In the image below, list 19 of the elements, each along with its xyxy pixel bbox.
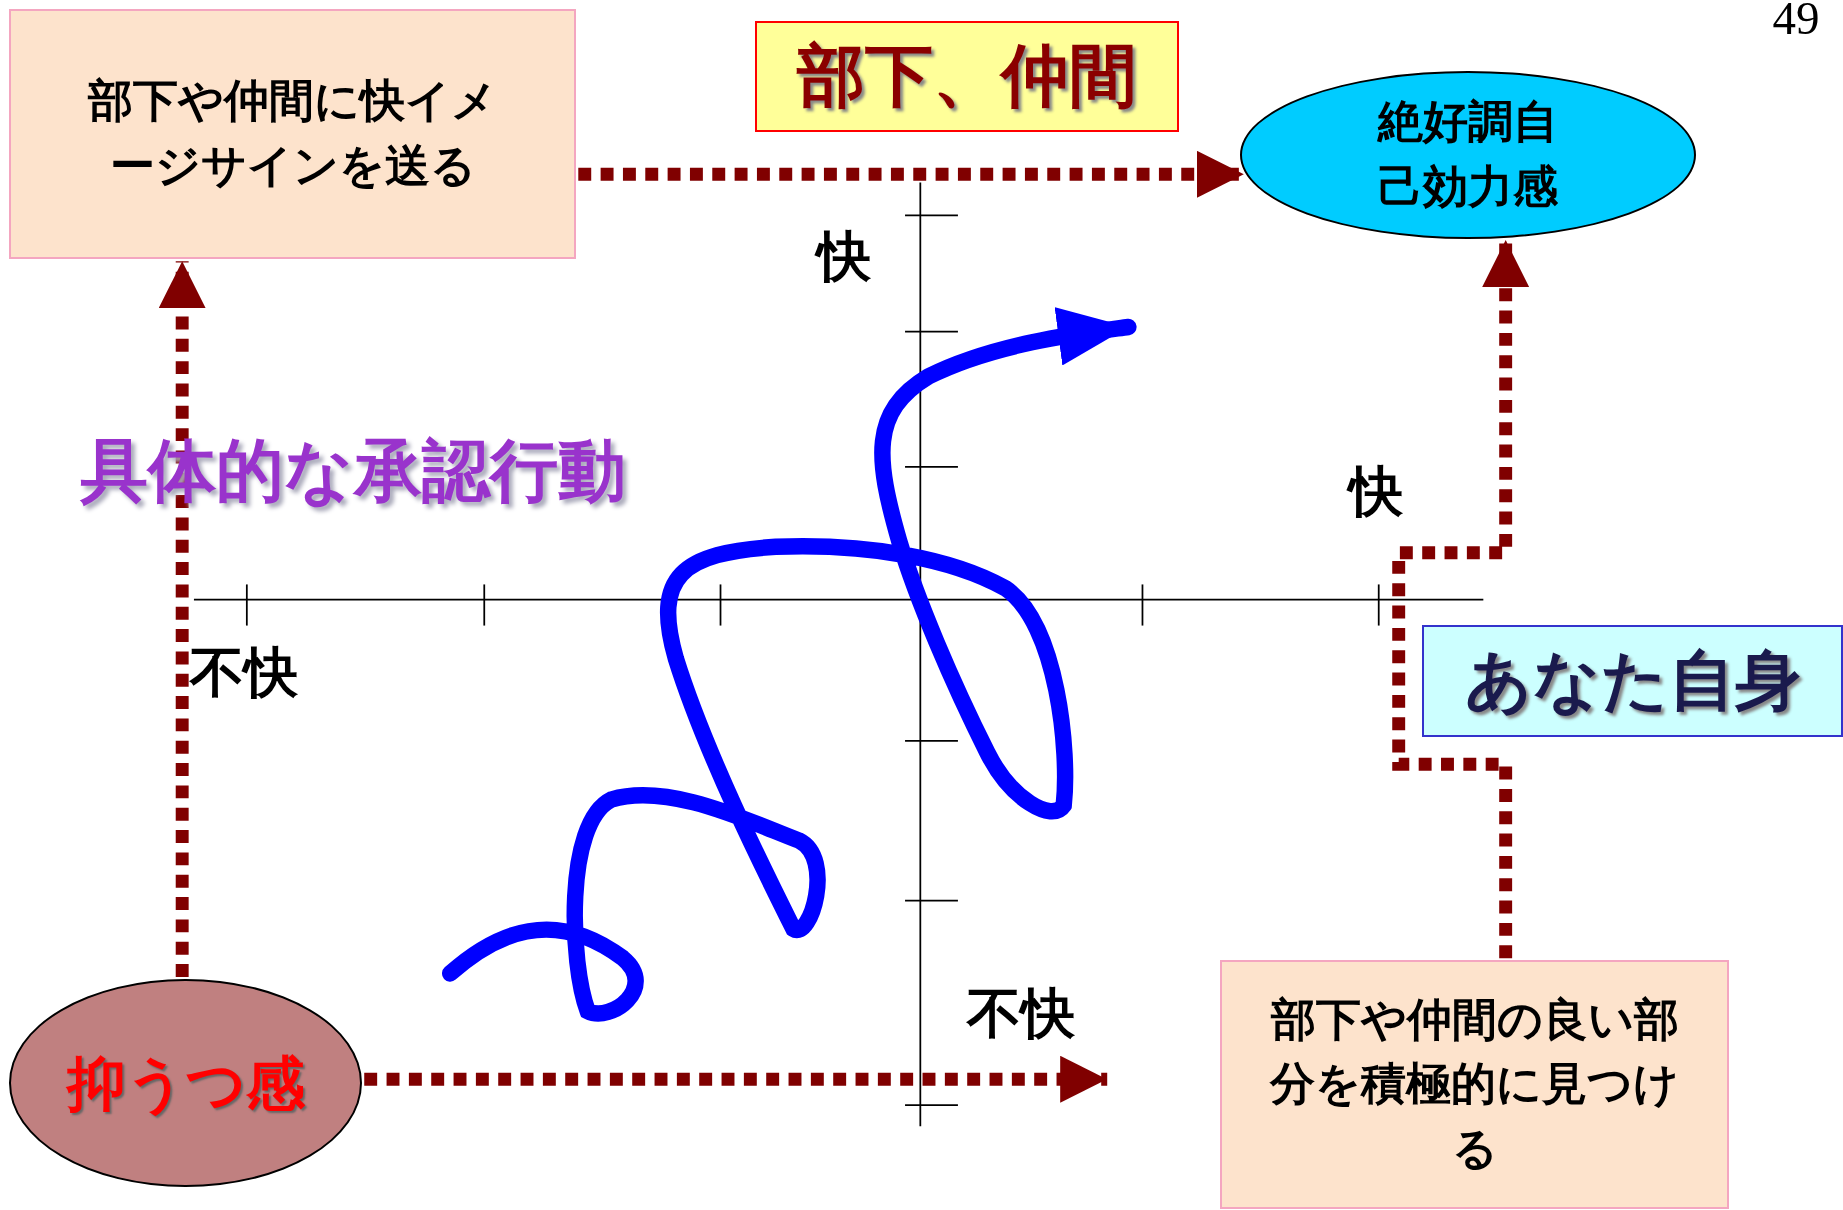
note-text: 部下や仲間の良い部分を積極的に見つける xyxy=(1268,992,1680,1178)
note-text: 部下や仲間に快イメージサインを送る xyxy=(86,74,499,194)
axis-label: 快 xyxy=(816,223,871,290)
title-text: 部下、仲間 xyxy=(796,34,1137,117)
self-box xyxy=(1422,625,1843,737)
axis-label: 不快 xyxy=(190,640,299,707)
dotted-arrow xyxy=(1392,240,1530,959)
mood-text: 抑うつ感 xyxy=(66,1047,305,1120)
dotted-arrow xyxy=(158,261,206,978)
goal-text: 絶好調自己効力感 xyxy=(1376,94,1560,215)
title-box xyxy=(754,21,1179,132)
dotted-arrow xyxy=(578,150,1244,198)
self-text: あなた自身 xyxy=(1464,641,1801,722)
dotted-arrow xyxy=(364,1055,1108,1103)
action-heading: 具体的な承認行動 xyxy=(79,430,626,513)
page-number: 49 xyxy=(1772,0,1820,45)
note-box xyxy=(1220,960,1729,1210)
axis-label: 不快 xyxy=(967,980,1076,1047)
note-box xyxy=(9,9,576,259)
